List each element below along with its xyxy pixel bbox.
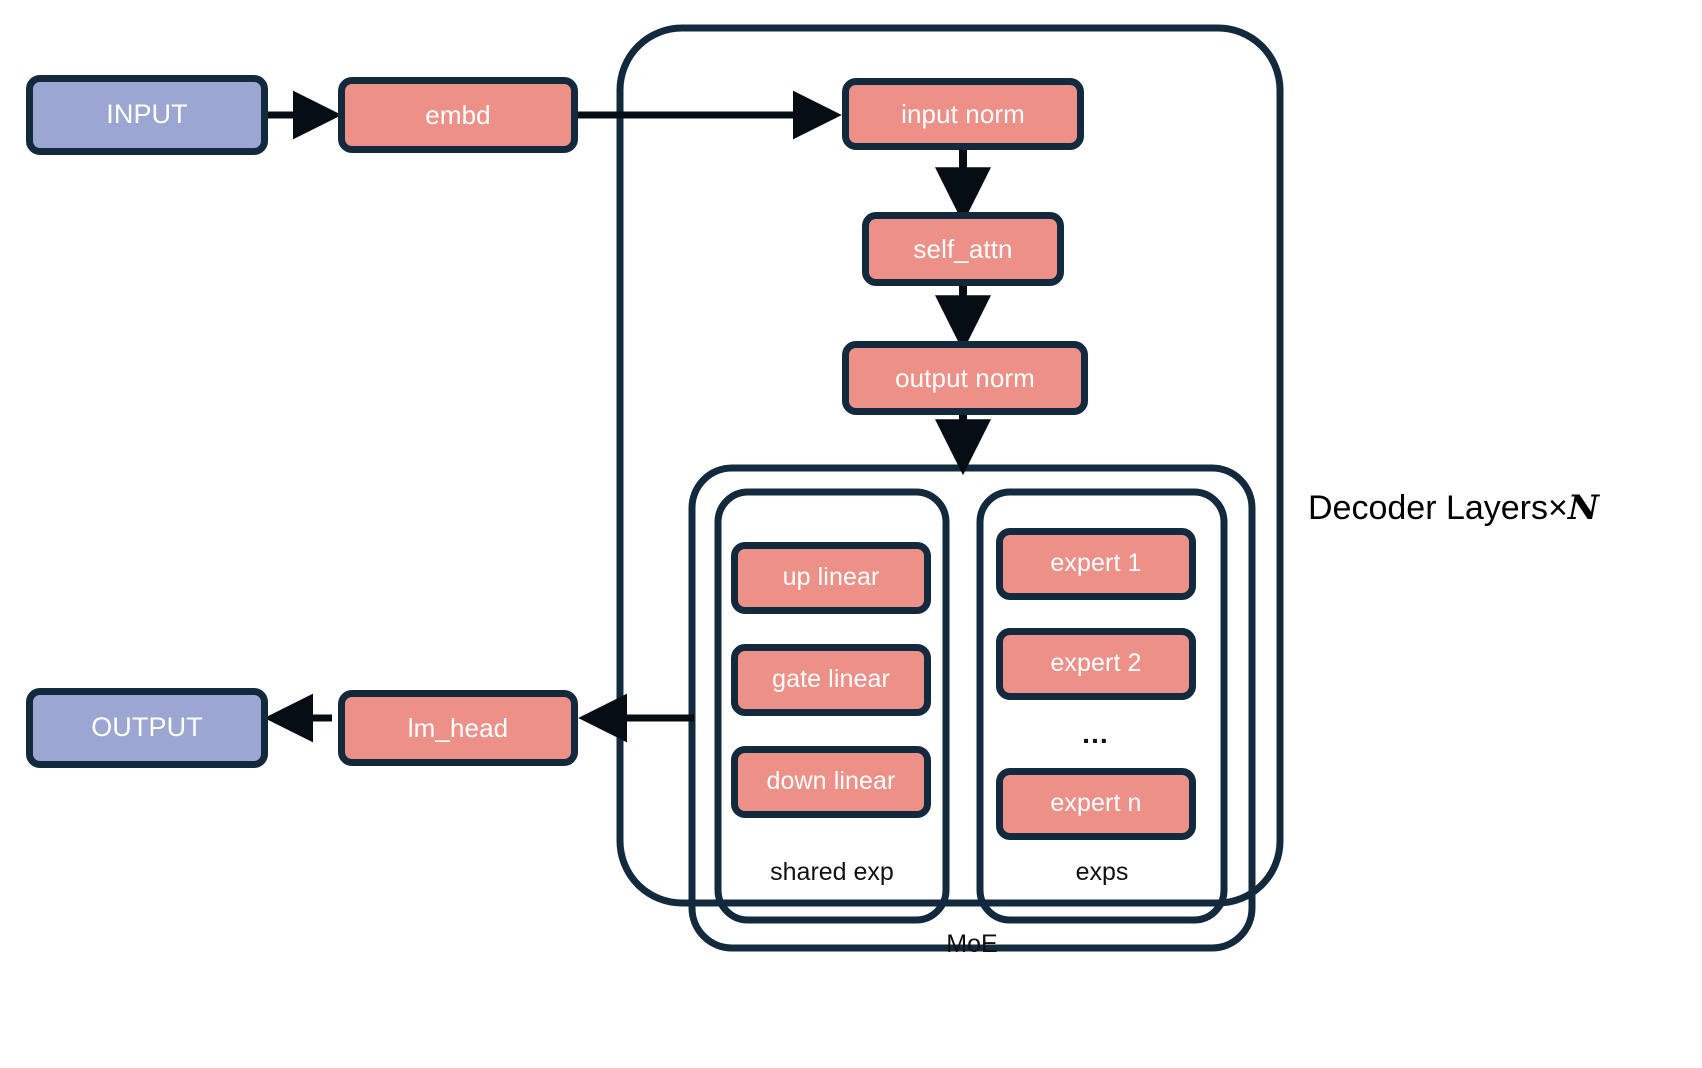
node-lm-head-label: lm_head [407, 712, 509, 743]
node-input-label: INPUT [106, 99, 188, 130]
node-output-label: OUTPUT [91, 712, 203, 743]
node-gate-linear-label: gate linear [772, 665, 890, 694]
node-embd[interactable]: embd [338, 77, 578, 153]
decoder-layers-container [616, 24, 1284, 907]
node-input-norm-label: input norm [901, 98, 1025, 129]
node-up-linear-label: up linear [782, 563, 880, 592]
exps-container [976, 488, 1228, 924]
decoder-layers-text: Decoder Layers× [1308, 489, 1568, 527]
node-output[interactable]: OUTPUT [26, 688, 268, 768]
node-expert-2-label: expert 2 [1050, 649, 1142, 678]
node-output-norm-label: output norm [895, 362, 1035, 393]
node-expert-n-label: expert n [1050, 789, 1142, 818]
node-expert-1[interactable]: expert 1 [996, 528, 1196, 600]
node-self-attn-label: self_attn [913, 233, 1013, 264]
node-down-linear-label: down linear [766, 767, 896, 796]
node-down-linear[interactable]: down linear [731, 746, 931, 818]
shared-exp-caption: shared exp [770, 858, 894, 886]
node-lm-head[interactable]: lm_head [338, 690, 578, 766]
node-expert-n[interactable]: expert n [996, 768, 1196, 840]
node-self-attn[interactable]: self_attn [862, 212, 1064, 286]
node-gate-linear[interactable]: gate linear [731, 644, 931, 716]
node-expert-2[interactable]: expert 2 [996, 628, 1196, 700]
moe-group-label: MoE [692, 930, 1252, 959]
node-output-norm[interactable]: output norm [842, 341, 1088, 415]
decoder-layers-caption: Decoder Layers×N [1308, 488, 1599, 528]
node-input[interactable]: INPUT [26, 75, 268, 155]
node-input-norm[interactable]: input norm [842, 78, 1084, 150]
node-up-linear[interactable]: up linear [731, 542, 931, 614]
expert-ellipsis-label: … [1081, 718, 1111, 749]
decoder-layers-multiplier: N [1567, 488, 1599, 528]
moe-caption: MoE [946, 930, 998, 958]
node-expert-1-label: expert 1 [1050, 549, 1142, 578]
exps-caption: exps [1075, 858, 1129, 886]
shared-exp-container [714, 488, 950, 924]
node-embd-label: embd [425, 99, 491, 130]
exps-group-label: exps [980, 858, 1224, 887]
expert-ellipsis: … [996, 718, 1196, 750]
shared-exp-group-label: shared exp [718, 858, 946, 887]
